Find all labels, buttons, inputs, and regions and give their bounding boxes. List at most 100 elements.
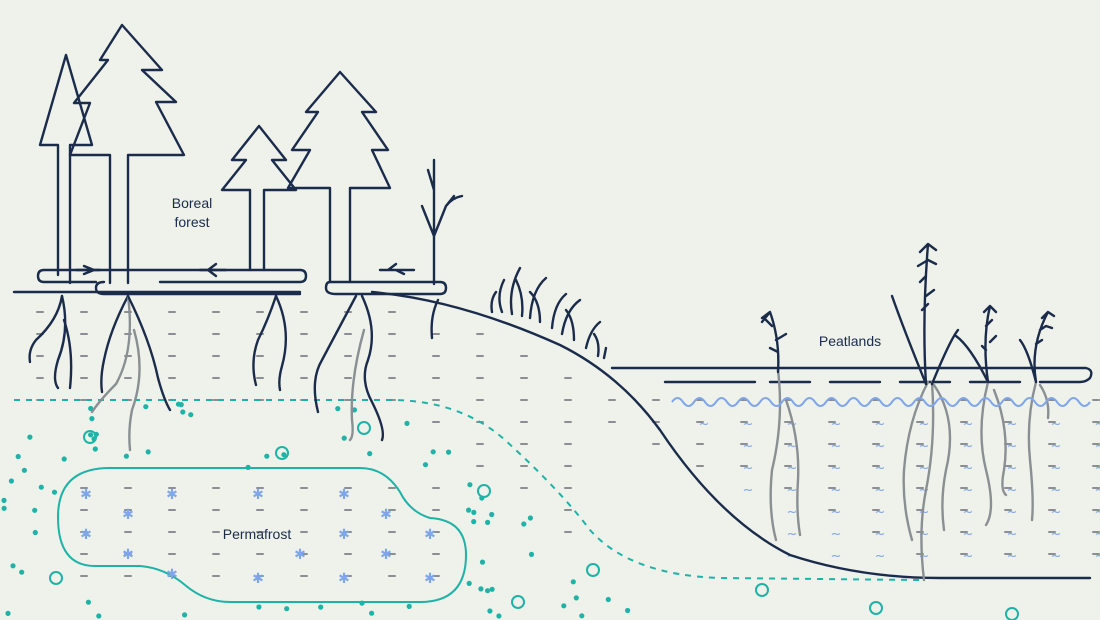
soil-particle [264, 453, 270, 459]
wave-icon: ~ [1007, 483, 1018, 498]
snowflake-icon: ✱ [424, 571, 436, 587]
conifer-tree-icon [38, 53, 94, 285]
conifer-tree-icon [68, 23, 186, 285]
air-bubble [477, 484, 491, 498]
peat-plants [760, 242, 1056, 386]
wave-icon: ~ [787, 461, 798, 476]
soil-particle [561, 603, 567, 609]
wave-icon: ~ [1051, 505, 1062, 520]
wave-icon: ~ [743, 461, 754, 476]
soil-particle [422, 462, 429, 468]
soil-particle [89, 416, 95, 422]
soil-particle [489, 511, 495, 518]
wave-icon: ~ [919, 417, 930, 432]
soil-particle [61, 456, 67, 462]
forest-floor [36, 262, 448, 296]
permafrost-ice: ✱✱✱✱✱✱✱✱✱✱✱✱✱✱✱✱ [80, 487, 436, 587]
wave-icon: ~ [963, 483, 974, 498]
soil-particle [341, 435, 347, 441]
peat-plant-icon [1018, 310, 1056, 384]
tree-roots [28, 294, 440, 452]
wave-icon: ~ [1007, 461, 1018, 476]
soil-particle [573, 595, 579, 601]
air-bubble [49, 571, 63, 585]
wave-icon: ~ [787, 505, 798, 520]
soil-particle [92, 446, 98, 452]
soil-particle [489, 586, 495, 592]
soil-particle [8, 478, 14, 484]
air-bubble [511, 595, 525, 609]
wave-icon: ~ [831, 549, 842, 564]
active-layer-boundary [14, 399, 921, 581]
air-bubble [755, 583, 769, 597]
snowflake-icon: ✱ [252, 487, 264, 503]
wave-icon: ~ [919, 549, 930, 564]
wave-icon: ~ [743, 417, 754, 432]
soil-particle [485, 519, 491, 526]
soil-particle [85, 599, 91, 605]
soil-particle [527, 515, 534, 521]
permafrost-label: Permafrost [222, 526, 292, 542]
soil-particle [51, 489, 58, 495]
wave-icon: ~ [1007, 527, 1018, 542]
soil-particle [430, 449, 436, 455]
soil-particle [367, 451, 373, 457]
soil-particle [369, 610, 375, 616]
soil-particle [19, 569, 25, 575]
soil-particle [27, 434, 33, 440]
snowflake-icon: ✱ [80, 487, 92, 503]
snowflake-icon: ✱ [166, 487, 178, 503]
wave-icon: ~ [1051, 439, 1062, 454]
wave-icon: ~ [743, 439, 754, 454]
wave-icon: ~ [919, 461, 930, 476]
soil-particle [487, 608, 493, 614]
wave-icon: ~ [787, 483, 798, 498]
soil-particle [123, 453, 129, 459]
wave-icon: ~ [1007, 549, 1018, 564]
soil-particle [32, 529, 38, 536]
snowflake-icon: ✱ [80, 527, 92, 543]
soil-particle [32, 507, 38, 513]
boreal-forest-label: Boreal forest [152, 194, 232, 232]
air-bubble [357, 421, 371, 435]
wave-icon: ~ [1095, 505, 1100, 520]
wave-icon: ~ [919, 439, 930, 454]
wave-icon: ~ [831, 439, 842, 454]
wave-icon: ~ [1095, 439, 1100, 454]
soil-particle [178, 402, 184, 408]
soil-particle [15, 453, 21, 460]
wave-icon: ~ [875, 461, 886, 476]
air-bubble [83, 430, 97, 444]
soil-particle [406, 603, 412, 610]
soil-particle [38, 484, 44, 490]
soil-layer-dashes [36, 311, 1100, 577]
wave-icon: ~ [1051, 417, 1062, 432]
soil-particle [471, 509, 477, 515]
peatland-water: ~~~~~~~~~~~~~~~~~~~~~~~~~~~~~~~~~~~~~~~~… [699, 417, 1100, 564]
snowflake-icon: ✱ [380, 507, 392, 523]
soil-particle [471, 519, 477, 525]
snowflake-icon: ✱ [338, 487, 350, 503]
air-bubble [869, 601, 883, 615]
soil-particle [466, 507, 472, 513]
wave-icon: ~ [1095, 527, 1100, 542]
wave-icon: ~ [1095, 461, 1100, 476]
snowflake-icon: ✱ [338, 571, 350, 587]
wave-icon: ~ [875, 549, 886, 564]
soil-particles [1, 401, 1019, 620]
wave-icon: ~ [787, 439, 798, 454]
soil-particle [1, 497, 7, 503]
wave-icon: ~ [743, 483, 754, 498]
soil-particle [570, 579, 576, 585]
wave-icon: ~ [831, 505, 842, 520]
wave-icon: ~ [1095, 483, 1100, 498]
wave-icon: ~ [699, 417, 710, 432]
boreal-trees [38, 23, 464, 286]
snowflake-icon: ✱ [122, 547, 134, 563]
wave-icon: ~ [1051, 527, 1062, 542]
wave-icon: ~ [963, 549, 974, 564]
snowflake-icon: ✱ [252, 571, 264, 587]
soil-particle [404, 420, 410, 426]
